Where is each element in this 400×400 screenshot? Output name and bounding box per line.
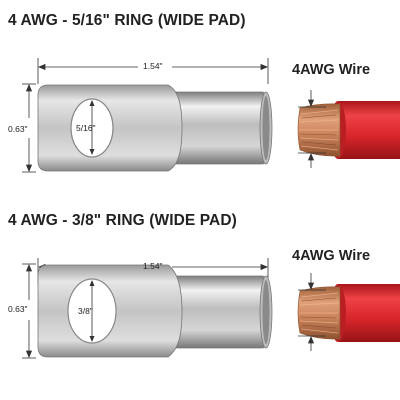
wire-insulation	[338, 101, 400, 159]
lug-diagram	[22, 58, 400, 173]
lug-barrel-inner	[262, 96, 270, 160]
width-dimension-label: 1.54"	[143, 61, 163, 71]
lug-barrel-inner	[262, 280, 270, 344]
lug-diagram	[22, 258, 400, 359]
wire-dimension-line	[298, 273, 326, 351]
hole-arrow-top	[89, 280, 95, 286]
wire-4awg	[297, 101, 400, 159]
height-dimension-line	[22, 83, 36, 173]
wire-insulation	[338, 284, 400, 342]
wire-label: 4AWG Wire	[292, 248, 371, 264]
copper-strand-lines	[299, 292, 339, 334]
height-dimension-label: 0.63"	[8, 124, 28, 134]
lug-section-5-16: 4 AWG - 5/16" RING (WIDE PAD) 1.54" 0.63…	[8, 12, 400, 173]
section-title: 4 AWG - 3/8" RING (WIDE PAD)	[8, 212, 237, 229]
ring-lug-5-16	[37, 84, 273, 172]
hole-dimension-label: 5/16"	[76, 123, 96, 133]
hole-arrow-top	[89, 100, 95, 106]
copper-strand-lines	[299, 109, 339, 151]
height-dimension-label: 0.63"	[8, 304, 28, 314]
wire-4awg	[297, 284, 400, 342]
wire-label: 4AWG Wire	[292, 62, 371, 78]
section-title: 4 AWG - 5/16" RING (WIDE PAD)	[8, 12, 246, 29]
wire-dimension-line	[298, 90, 326, 168]
hole-arrow-bottom	[89, 149, 95, 155]
width-dimension-line	[37, 58, 269, 84]
ring-lug-3-8	[37, 264, 273, 358]
hole-arrow-bottom	[89, 336, 95, 342]
height-dimension-line	[22, 263, 36, 359]
lug-section-3-8: 4 AWG - 3/8" RING (WIDE PAD) 1.54" 0.63"…	[0, 200, 400, 400]
hole-dimension-label: 3/8"	[78, 306, 93, 316]
width-dimension-label: 1.54"	[143, 261, 163, 271]
